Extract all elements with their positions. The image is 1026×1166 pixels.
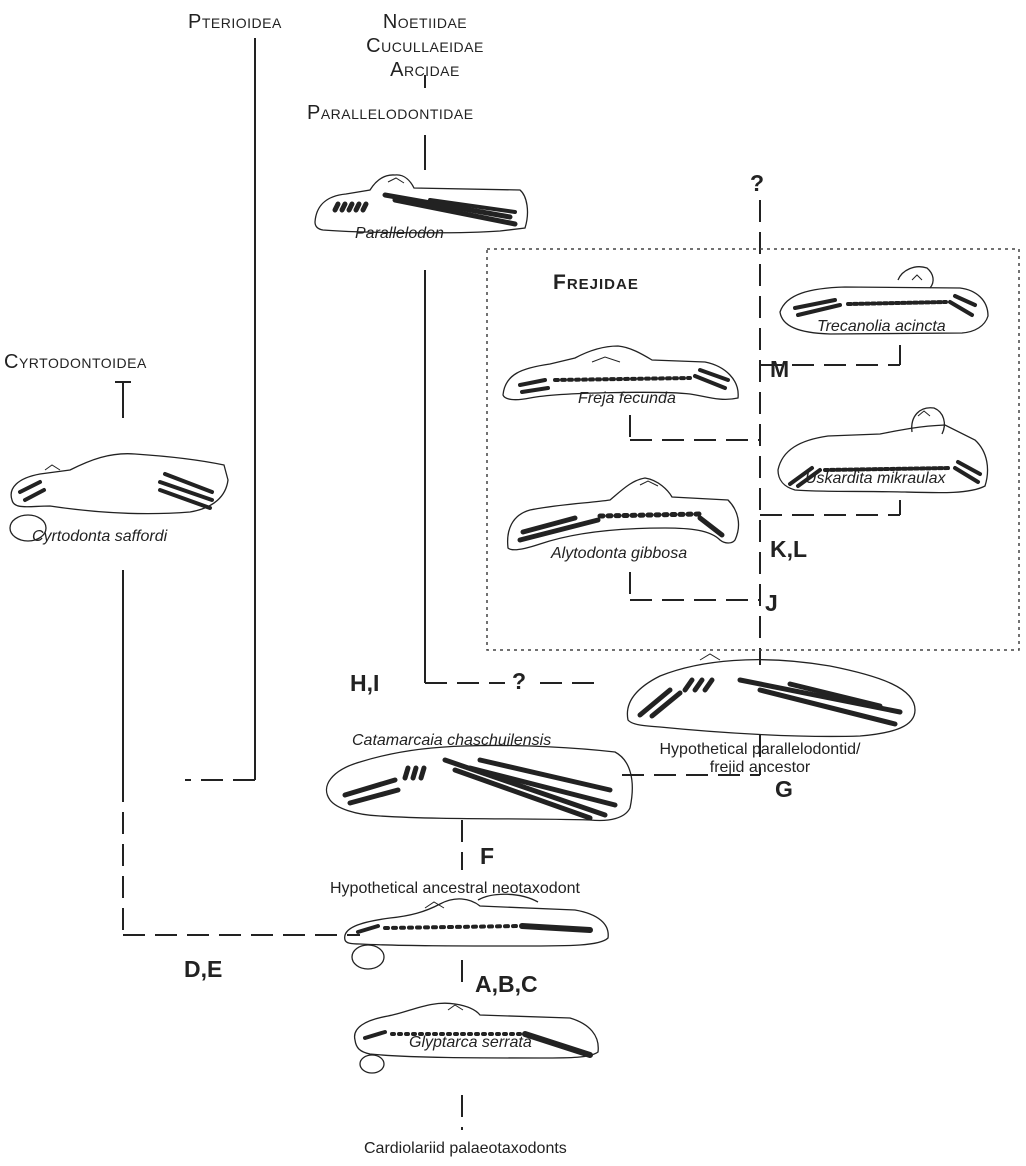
hypothetical-ancestor-label-2: frejid ancestor — [600, 760, 920, 776]
node-abc: A,B,C — [475, 973, 538, 996]
alytodonta-label: Alytodonta gibbosa — [551, 546, 687, 562]
hypothetical-ancestor-teeth — [640, 680, 900, 724]
uncertain-mark-middle: ? — [512, 670, 526, 693]
neotaxodont-label: Hypothetical ancestral neotaxodont — [330, 881, 580, 897]
catamarcaia-teeth — [345, 760, 615, 818]
node-f: F — [480, 845, 494, 868]
cardiolariid-label: Cardiolariid palaeotaxodonts — [364, 1141, 567, 1157]
arcidae-label: Arcidae — [315, 60, 535, 80]
uncertain-mark-top: ? — [750, 172, 764, 195]
node-g: G — [775, 778, 793, 801]
frejidae-title: Frejidae — [553, 272, 639, 293]
neotaxodont-teeth — [358, 926, 590, 932]
cyrtodontoidea-label: Cyrtodontoidea — [4, 352, 147, 372]
frejidae-box — [487, 249, 1019, 650]
uskardita-label: Uskardita mikraulax — [805, 471, 945, 487]
noetiidae-label: Noetiidae — [315, 12, 535, 32]
parallelodon-teeth — [335, 195, 515, 224]
pterioidea-label: Pterioidea — [188, 12, 282, 32]
catamarcaia-label: Catamarcaia chaschuilensis — [352, 733, 551, 749]
cyrtodonta-label: Cyrtodonta saffordi — [32, 529, 167, 545]
glyptarca-label: Glyptarca serrata — [409, 1035, 532, 1051]
trecanolia-label: Trecanolia acincta — [817, 319, 946, 335]
trecanolia-teeth — [795, 296, 975, 315]
cyrtodonta-teeth — [20, 474, 212, 508]
parallelodon-label: Parallelodon — [355, 226, 444, 242]
cucullaeidae-label: Cucullaeidae — [315, 36, 535, 56]
node-j: J — [765, 592, 778, 615]
hypothetical-ancestor-label-1: Hypothetical parallelodontid/ — [600, 742, 920, 758]
node-hi: H,I — [350, 672, 379, 695]
freja-teeth — [520, 370, 728, 392]
parallelodontidae-label: Parallelodontidae — [307, 103, 474, 123]
node-m: M — [770, 358, 789, 381]
node-de: D,E — [184, 958, 222, 981]
freja-label: Freja fecunda — [578, 391, 676, 407]
node-kl: K,L — [770, 538, 807, 561]
alytodonta-teeth — [520, 514, 722, 540]
